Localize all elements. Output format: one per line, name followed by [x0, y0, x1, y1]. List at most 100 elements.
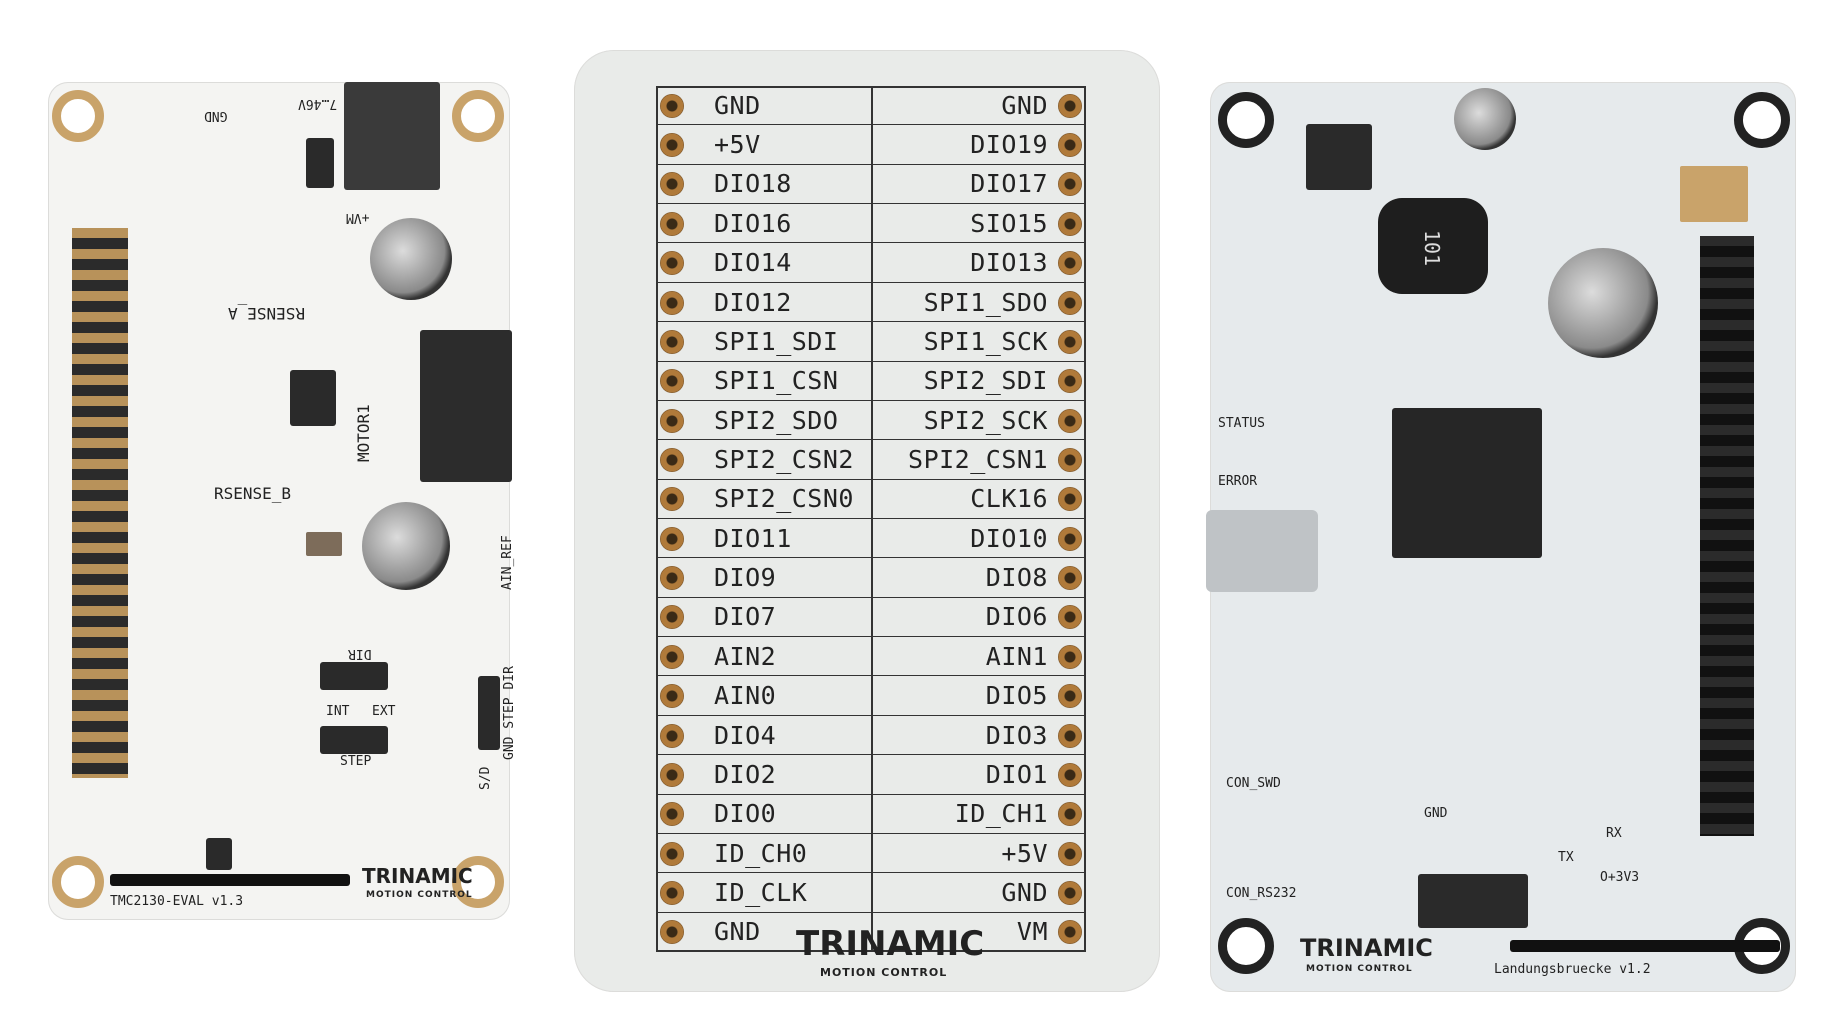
dir-label: DIR	[348, 646, 372, 661]
pin-label-right: DIO10	[970, 523, 1048, 553]
pin-label-right: +5V	[1001, 838, 1048, 868]
pin-pad-right	[1058, 723, 1082, 748]
tx-label: TX	[1558, 850, 1574, 865]
pin-row	[656, 401, 1086, 441]
con-swd-label: CON_SWD	[1226, 776, 1281, 791]
pin-row	[656, 322, 1086, 362]
pin-label-right: SPI1_SDO	[923, 287, 1048, 317]
pin-label-right: DIO13	[970, 248, 1048, 278]
pin-pad-right	[1058, 526, 1082, 551]
pin-row	[656, 165, 1086, 205]
pin-header-left	[72, 228, 128, 778]
capacitor-top	[370, 218, 452, 300]
silkscreen-bar	[110, 874, 350, 886]
rsense-b-label: RSENSE_B	[214, 484, 292, 503]
pin-label-right: GND	[1001, 90, 1048, 120]
logo-sub-middle: MOTION CONTROL	[820, 966, 948, 979]
pin-header-right	[1700, 236, 1754, 836]
pin-row	[656, 676, 1086, 716]
silkscreen-bar-right	[1510, 940, 1780, 952]
pin-pad-left	[660, 172, 684, 197]
pin-row	[656, 283, 1086, 323]
pin-row	[656, 125, 1086, 165]
pin-label-left: DIO14	[714, 248, 792, 278]
mount-hole-bl	[52, 856, 104, 908]
pin-label-left: DIO18	[714, 169, 792, 199]
gnd-step-dir-header	[478, 676, 500, 750]
pin-row	[656, 598, 1086, 638]
mount-hole-r-bl	[1218, 918, 1274, 974]
pin-label-left: DIO12	[714, 287, 792, 317]
con-rs232-label: CON_RS232	[1226, 886, 1297, 901]
pin-label-left: GND	[714, 90, 761, 120]
pin-label-right: DIO17	[970, 169, 1048, 199]
pin-pad-right	[1058, 329, 1082, 354]
pin-label-left: AIN0	[714, 681, 777, 711]
pin-pad-right	[1058, 133, 1082, 158]
tmc2130-chip	[290, 370, 336, 426]
motor-label: MOTOR1	[354, 404, 373, 462]
pin-pad-left	[660, 251, 684, 276]
pin-row	[656, 755, 1086, 795]
pin-pad-right	[1058, 841, 1082, 866]
pin-label-right: ID_CH1	[954, 799, 1048, 829]
pin-label-right: GND	[1001, 877, 1048, 907]
power-connector	[344, 82, 440, 190]
pin-row	[656, 86, 1086, 126]
logo-sub-left: MOTION CONTROL	[366, 890, 473, 900]
pin-label-left: DIO2	[714, 759, 777, 789]
mount-hole-r-tl	[1218, 92, 1274, 148]
pin-pad-left	[660, 880, 684, 905]
pin-pad-right	[1058, 93, 1082, 118]
pin-pad-right	[1058, 566, 1082, 591]
pin-pad-right	[1058, 211, 1082, 236]
ain-ref-label: AIN_REF	[500, 535, 515, 590]
pin-label-left: DIO0	[714, 799, 777, 829]
step-jumper	[320, 726, 388, 754]
pin-label-left: SPI1_CSN	[714, 366, 839, 396]
pin-pad-left	[660, 211, 684, 236]
pin-label-left: AIN2	[714, 641, 777, 671]
pin-pad-left	[660, 841, 684, 866]
usb-connector	[1206, 510, 1318, 592]
microcontroller	[1392, 408, 1542, 558]
board-name-right: Landungsbruecke v1.2	[1494, 962, 1651, 977]
pin-pad-left	[660, 526, 684, 551]
ext-label: EXT	[372, 704, 396, 719]
pin-label-right: DIO5	[985, 681, 1048, 711]
pin-row	[656, 362, 1086, 401]
pin-label-right: DIO3	[985, 720, 1048, 750]
pin-label-left: ID_CH0	[714, 838, 808, 868]
v33-label: O+3V3	[1600, 870, 1640, 885]
breakout-board	[574, 50, 1160, 992]
pin-pad-left	[660, 644, 684, 669]
int-label: INT	[326, 704, 350, 719]
pin-label-right: SPI2_SDI	[923, 366, 1048, 396]
pin-label-right: SIO15	[970, 208, 1048, 238]
pin-row	[656, 834, 1086, 874]
pin-row	[656, 716, 1086, 756]
gnd-label-right: GND	[1424, 806, 1448, 821]
pin-pad-left	[660, 329, 684, 354]
pin-pad-right	[1058, 172, 1082, 197]
mount-hole-tr	[452, 90, 504, 142]
pin-label-right: DIO6	[985, 602, 1048, 632]
smd-component	[306, 532, 342, 556]
logo-sub-right: MOTION CONTROL	[1306, 964, 1413, 974]
rs232-chip	[1418, 874, 1528, 928]
table-divider	[871, 86, 873, 952]
pin-label-left: SPI2_CSN0	[714, 484, 854, 514]
pin-label-right: SPI2_SCK	[923, 405, 1048, 435]
pin-label-left: DIO7	[714, 602, 777, 632]
pin-pad-right	[1058, 369, 1082, 394]
tantalum-cap	[1680, 166, 1748, 222]
mount-hole-br	[452, 856, 504, 908]
capacitor-right-top	[1454, 88, 1516, 150]
pin-label-right: SPI1_SCK	[923, 326, 1048, 356]
mount-hole-r-tr	[1734, 92, 1790, 148]
inductor-label: 101	[1420, 229, 1445, 267]
pin-pad-right	[1058, 920, 1082, 945]
mount-hole-tl	[52, 90, 104, 142]
pin-label-left: ID_CLK	[714, 877, 808, 907]
pin-label-right: DIO19	[970, 130, 1048, 160]
